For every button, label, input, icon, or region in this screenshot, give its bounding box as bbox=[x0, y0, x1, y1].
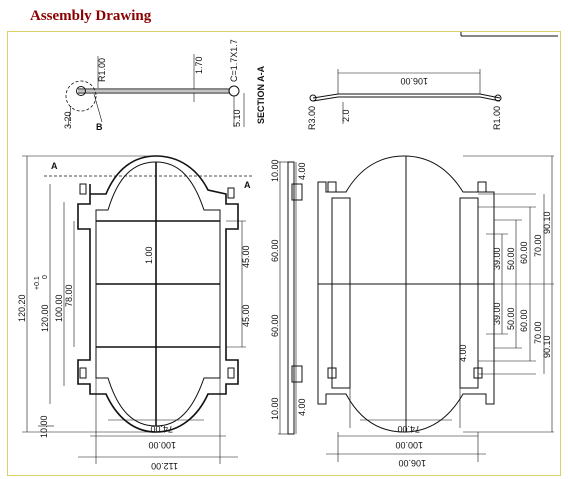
assembly-drawing: B R1.00 1.70 C=1.7X1.7 3.20 5.10 SECTION… bbox=[17, 32, 558, 471]
dim-4-bottom-mid: 4.00 bbox=[297, 398, 307, 416]
dim-50-lower: 50.00 bbox=[506, 307, 516, 330]
dim-10-left: 10.00 bbox=[39, 415, 49, 438]
dim-70-upper: 70.00 bbox=[533, 234, 543, 257]
dim-60-lower-mid: 60.00 bbox=[270, 314, 280, 337]
dim-39-upper: 39.00 bbox=[492, 247, 502, 270]
section-mark-left: A bbox=[51, 161, 58, 171]
dim-112: 112.00 bbox=[151, 461, 178, 471]
dim-r3: R3.00 bbox=[307, 106, 317, 130]
dim-tol-sub: 0 bbox=[42, 275, 49, 279]
detail-b-circle bbox=[65, 80, 97, 112]
dim-90-lower: 90.10 bbox=[542, 335, 552, 358]
dim-106-bottom: 106.00 bbox=[398, 458, 426, 468]
dim-1-70: 1.70 bbox=[194, 56, 204, 74]
dim-3-20: 3.20 bbox=[63, 111, 73, 129]
dim-5-10: 5.10 bbox=[232, 109, 242, 127]
title-block-lines bbox=[460, 32, 558, 37]
dim-10-top-mid: 10.00 bbox=[270, 159, 280, 182]
section-view: B R1.00 1.70 C=1.7X1.7 3.20 5.10 SECTION… bbox=[63, 39, 266, 132]
page-title: Assembly Drawing bbox=[30, 8, 152, 24]
dim-2-0: 2.0 bbox=[341, 109, 351, 122]
dim-100-bottom-right: 100.00 bbox=[395, 440, 423, 450]
dim-tol-sup: +0.1 bbox=[34, 276, 41, 290]
dim-100-bottom-left: 100.00 bbox=[148, 440, 176, 450]
dim-106-top: 106.00 bbox=[400, 76, 428, 86]
dim-r1-right: R1.00 bbox=[492, 106, 502, 130]
dim-60-upper-mid: 60.00 bbox=[270, 239, 280, 262]
drawing-sheet: B R1.00 1.70 C=1.7X1.7 3.20 5.10 SECTION… bbox=[7, 31, 561, 476]
dim-4-top-mid: 4.00 bbox=[297, 162, 307, 180]
side-profile-view: 106.00 R3.00 2.0 R1.00 bbox=[307, 69, 502, 130]
dim-39-lower: 39.00 bbox=[492, 302, 502, 325]
dim-45-lower: 45.00 bbox=[241, 304, 251, 327]
dim-45-upper: 45.00 bbox=[241, 245, 251, 268]
edge-view: 10.00 4.00 60.00 60.00 10.00 4.00 bbox=[270, 159, 307, 435]
dim-74-left: 74.00 bbox=[150, 424, 173, 434]
dim-74-right: 74.00 bbox=[397, 424, 420, 434]
dim-chamfer: C=1.7X1.7 bbox=[229, 39, 239, 82]
dim-120-20: 120.20 bbox=[17, 294, 27, 322]
dim-120-tol: 120.00 bbox=[40, 304, 50, 332]
section-mark-right: A bbox=[244, 180, 251, 190]
plan-view-right: 39.00 39.00 50.00 50.00 60.00 60.00 70.0… bbox=[317, 155, 554, 468]
dim-60-lower-right: 60.00 bbox=[519, 309, 529, 332]
dim-4-right: 4.00 bbox=[458, 344, 468, 362]
detail-label-b: B bbox=[96, 122, 103, 132]
dim-10-bottom-mid: 10.00 bbox=[270, 397, 280, 420]
dim-r1: R1.00 bbox=[97, 58, 107, 82]
dim-90-upper: 90.10 bbox=[542, 211, 552, 234]
dim-78: 78.00 bbox=[64, 284, 74, 307]
dim-70-lower: 70.00 bbox=[533, 321, 543, 344]
dim-100-left: 100.00 bbox=[54, 294, 64, 322]
dim-60-upper-right: 60.00 bbox=[519, 241, 529, 264]
dim-1-00: 1.00 bbox=[144, 246, 154, 264]
dim-50-upper: 50.00 bbox=[506, 247, 516, 270]
plan-view-left: A A 120.20 120.00 +0.1 0 100.00 78.00 1.… bbox=[17, 155, 252, 471]
section-label: SECTION A-A bbox=[256, 65, 266, 124]
